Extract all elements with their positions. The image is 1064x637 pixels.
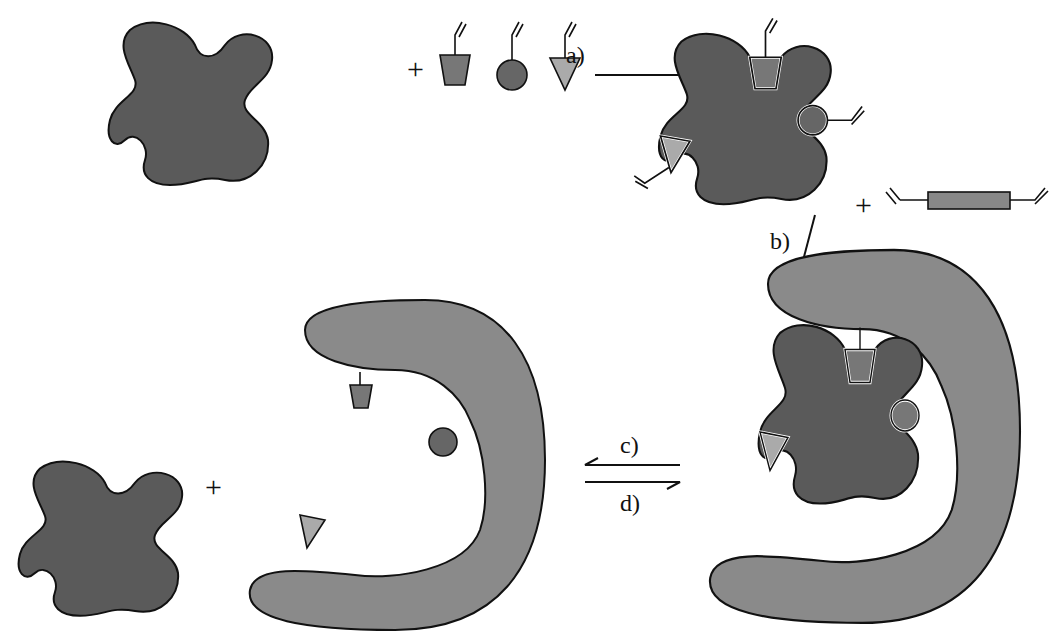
prepolymer-complex (634, 18, 864, 204)
template-molecule (109, 23, 273, 185)
plus-sign: + (407, 52, 424, 85)
imprinted-polymer-cavity (250, 300, 545, 630)
step-label: a) (566, 42, 585, 68)
plus-sign: + (205, 470, 222, 503)
step-label: d) (620, 490, 640, 516)
plus-sign: + (855, 188, 872, 221)
step-label: b) (770, 228, 790, 254)
released-template (19, 462, 183, 616)
bound-template (759, 325, 923, 503)
imprinted-polymer-with-template (710, 250, 1020, 623)
equilibrium-arrows (585, 458, 680, 489)
functional-monomers (440, 22, 580, 90)
step-label: c) (620, 432, 639, 458)
crosslinker (886, 188, 1048, 209)
